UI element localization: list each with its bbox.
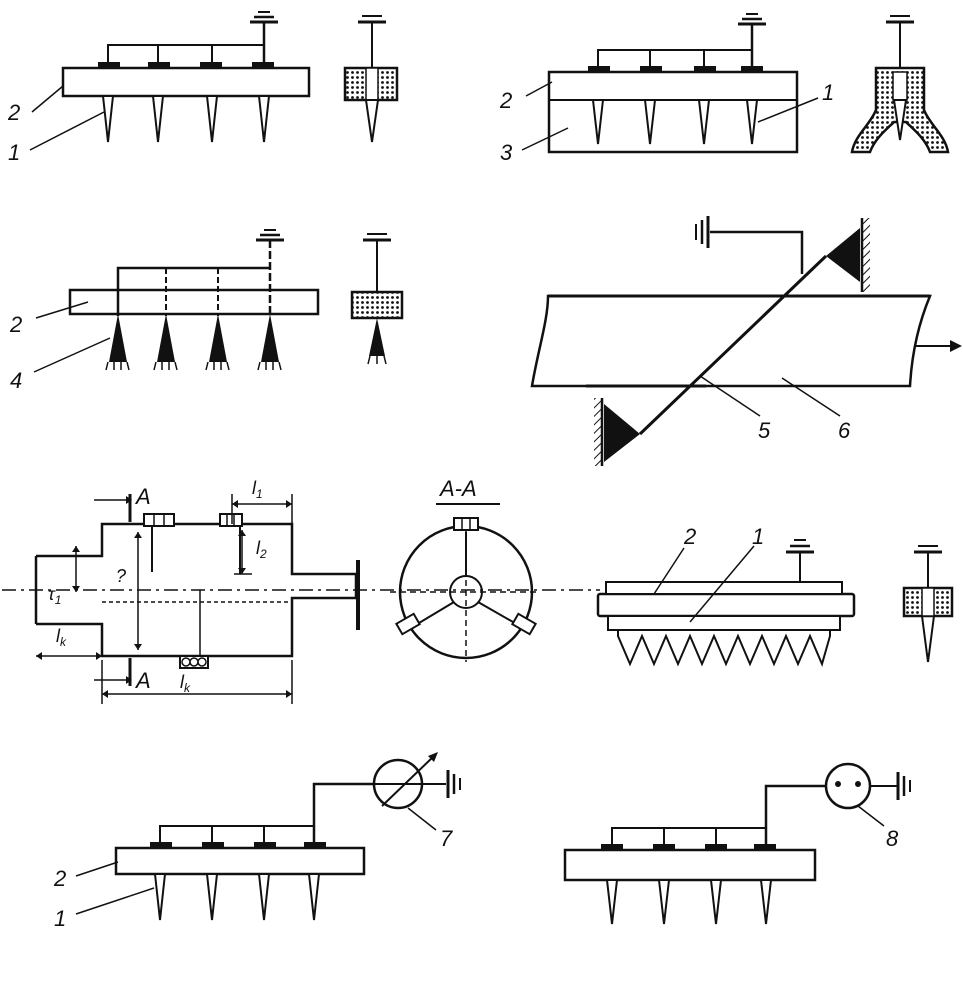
- panel-3-brush-electrode: 2 4: [9, 230, 402, 393]
- brushes: [106, 314, 281, 370]
- panel-7-electrode-with-meter: 2 1 7: [53, 752, 460, 931]
- label-1: 1: [752, 524, 764, 549]
- busbar: [150, 784, 374, 848]
- needles: [155, 874, 319, 920]
- leader-2: [76, 862, 118, 876]
- panel-2-needle-electrode-cased: 2 1 3: [499, 14, 948, 165]
- label-6: 6: [838, 418, 851, 443]
- electrode-blocks: [144, 514, 242, 668]
- panel-6-serrated-electrode: 2 1: [598, 524, 952, 664]
- section-view: A-A: [390, 476, 540, 662]
- label-2: 2: [9, 312, 22, 337]
- label-5: 5: [758, 418, 771, 443]
- label-diameter: ?: [116, 566, 126, 586]
- needles: [103, 96, 269, 142]
- clamp-top: [826, 218, 870, 292]
- label-1: 1: [8, 140, 20, 165]
- panel-1-needle-electrode: 2 1: [7, 12, 397, 165]
- leader-1: [30, 112, 104, 150]
- meter-icon: [374, 752, 446, 808]
- label-A-top: A: [134, 484, 151, 509]
- label-2: 2: [683, 524, 696, 549]
- busbar: [98, 22, 274, 68]
- ground-icon: [256, 230, 284, 240]
- leader-2: [36, 302, 88, 318]
- ground-icon: [448, 770, 460, 798]
- leader-8: [858, 806, 884, 826]
- label-1: 1: [54, 906, 66, 931]
- leader-7: [408, 808, 436, 830]
- label-2: 2: [7, 100, 20, 125]
- leader-3: [522, 128, 568, 150]
- needles: [593, 100, 757, 144]
- serrated-edge: [618, 630, 830, 664]
- label-2: 2: [53, 866, 66, 891]
- electrode-bar: [70, 290, 318, 314]
- electrode-bar: [565, 850, 815, 880]
- device-icon: [826, 764, 898, 808]
- ground-icon: [786, 540, 814, 552]
- electrode-bar: [63, 68, 309, 96]
- needles: [607, 880, 771, 924]
- label-lk-left: lk: [56, 626, 67, 649]
- label-4: 4: [10, 368, 22, 393]
- label-lk-bottom: lk: [180, 672, 191, 695]
- leader-4: [34, 338, 110, 372]
- label-tau1: τ1: [48, 584, 61, 607]
- material-sheet: [532, 296, 930, 386]
- label-8: 8: [886, 826, 899, 851]
- leader-1: [758, 98, 818, 122]
- busbar: [118, 240, 270, 316]
- busbar: [588, 24, 763, 72]
- panel-4-wire-electrode: 5 6: [532, 216, 962, 466]
- clamp-bottom: [594, 398, 640, 466]
- label-section: A-A: [438, 476, 477, 501]
- electrode-bar: [116, 848, 364, 874]
- arrow-icon: [914, 340, 962, 352]
- busbar: [601, 786, 826, 850]
- ground-icon: [898, 772, 910, 800]
- label-l1: l1: [252, 478, 263, 501]
- label-1: 1: [822, 80, 834, 105]
- case: [549, 72, 797, 152]
- panel-5-shaft-drawing: A A l1 l2 ? τ1 lk lk A-A: [2, 476, 600, 704]
- leader-2: [32, 86, 63, 112]
- panel-8-electrode-with-device: 8: [565, 764, 910, 924]
- side-section: [345, 16, 397, 142]
- label-2: 2: [499, 88, 512, 113]
- side-section-horn: [852, 16, 948, 152]
- side-section: [904, 546, 952, 662]
- ground-icon: [738, 14, 766, 24]
- leader-1: [76, 888, 154, 914]
- ground-icon: [696, 216, 802, 274]
- label-A-bottom: A: [134, 668, 151, 693]
- side-section: [352, 234, 402, 364]
- label-3: 3: [500, 140, 513, 165]
- label-l2: l2: [256, 538, 267, 561]
- electrode-bar: [598, 594, 854, 616]
- ground-icon: [250, 12, 278, 22]
- label-7: 7: [440, 826, 453, 851]
